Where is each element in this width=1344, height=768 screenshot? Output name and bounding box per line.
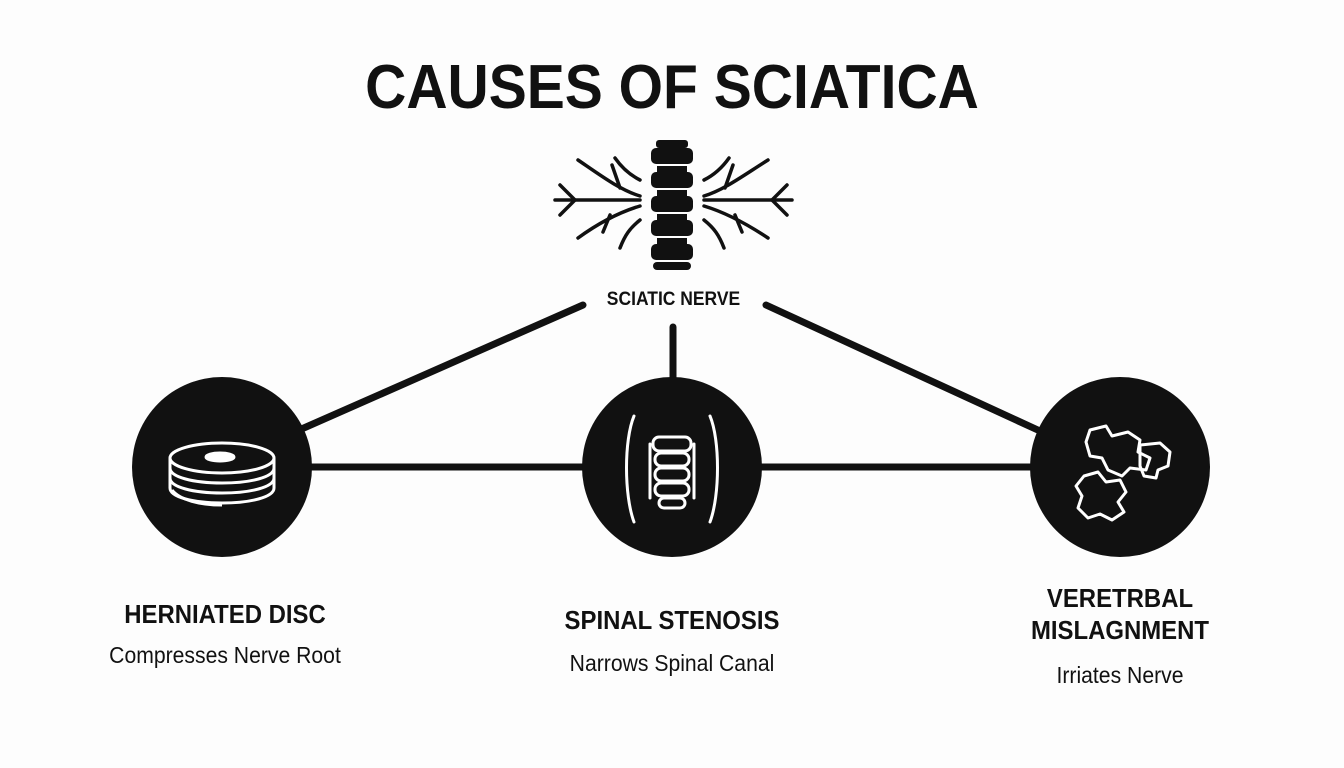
cause-spinal-stenosis: SPINAL STENOSIS Narrows Spinal Canal xyxy=(537,604,807,677)
cause-vertebral-misalignment: VERETRBAL MISLAGNMENT Irriates Nerve xyxy=(985,582,1255,689)
cause-herniated-disc: HERNIATED DISC Compresses Nerve Root xyxy=(90,598,360,669)
cause-description: Compresses Nerve Root xyxy=(109,642,341,668)
stacked-discs-icon xyxy=(168,441,276,507)
connector-to-herniated-disc xyxy=(293,301,587,435)
sciatic-nerve-label: SCIATIC NERVE xyxy=(606,289,741,310)
spine-with-nerves-icon xyxy=(553,140,794,270)
cause-title: HERNIATED DISC xyxy=(124,599,326,629)
diagram-title: CAUSES OF SCIATICA xyxy=(365,53,979,122)
narrowed-canal-icon xyxy=(625,414,719,524)
cause-title-line-1: VERETRBAL xyxy=(1046,583,1194,613)
cause-description: Narrows Spinal Canal xyxy=(569,650,775,676)
misaligned-vertebrae-icon xyxy=(1074,424,1172,522)
herniated-disc-node xyxy=(132,377,312,557)
connector-to-vertebral-misalignment xyxy=(762,301,1044,435)
spinal-stenosis-node xyxy=(582,377,762,557)
cause-title: SPINAL STENOSIS xyxy=(564,605,780,635)
cause-description: Irriates Nerve xyxy=(1056,662,1184,688)
cause-title-line-2: MISLAGNMENT xyxy=(1030,615,1210,645)
vertebral-misalignment-node xyxy=(1030,377,1210,557)
